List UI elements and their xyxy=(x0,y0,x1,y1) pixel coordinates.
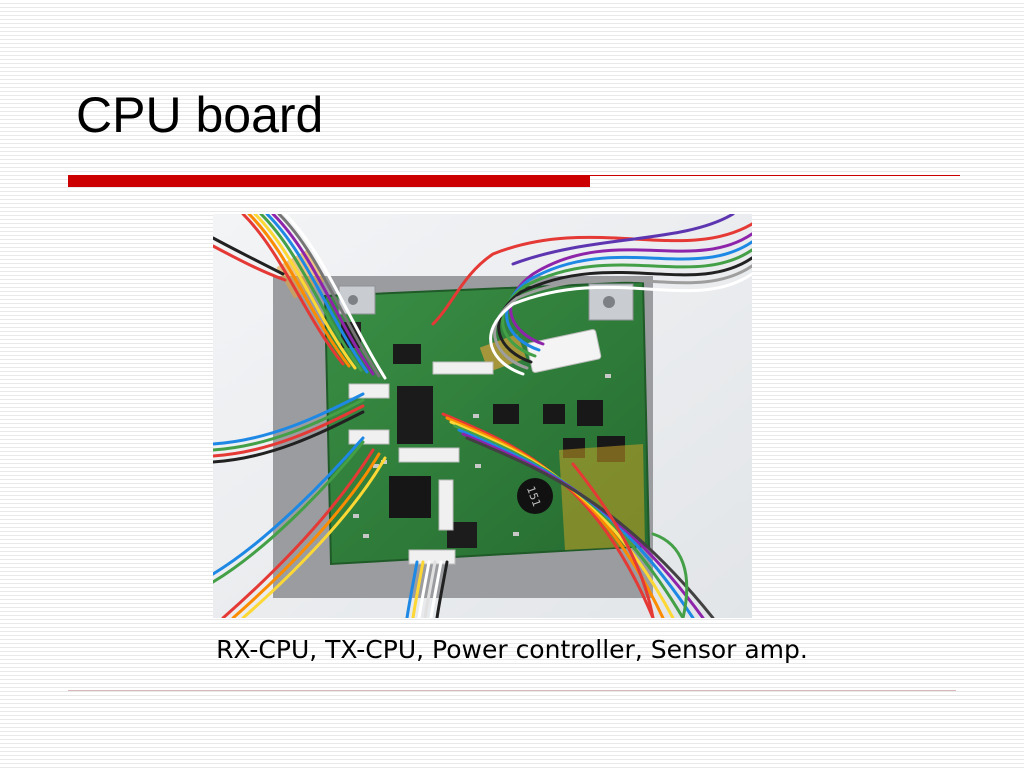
title-rule-accent xyxy=(68,175,590,187)
slide-title: CPU board xyxy=(76,87,324,143)
footer-rule xyxy=(68,690,956,691)
title-rule-line xyxy=(590,175,960,176)
cpu-board-photo: 151 xyxy=(213,214,752,618)
slide-caption: RX-CPU, TX-CPU, Power controller, Sensor… xyxy=(216,635,808,664)
